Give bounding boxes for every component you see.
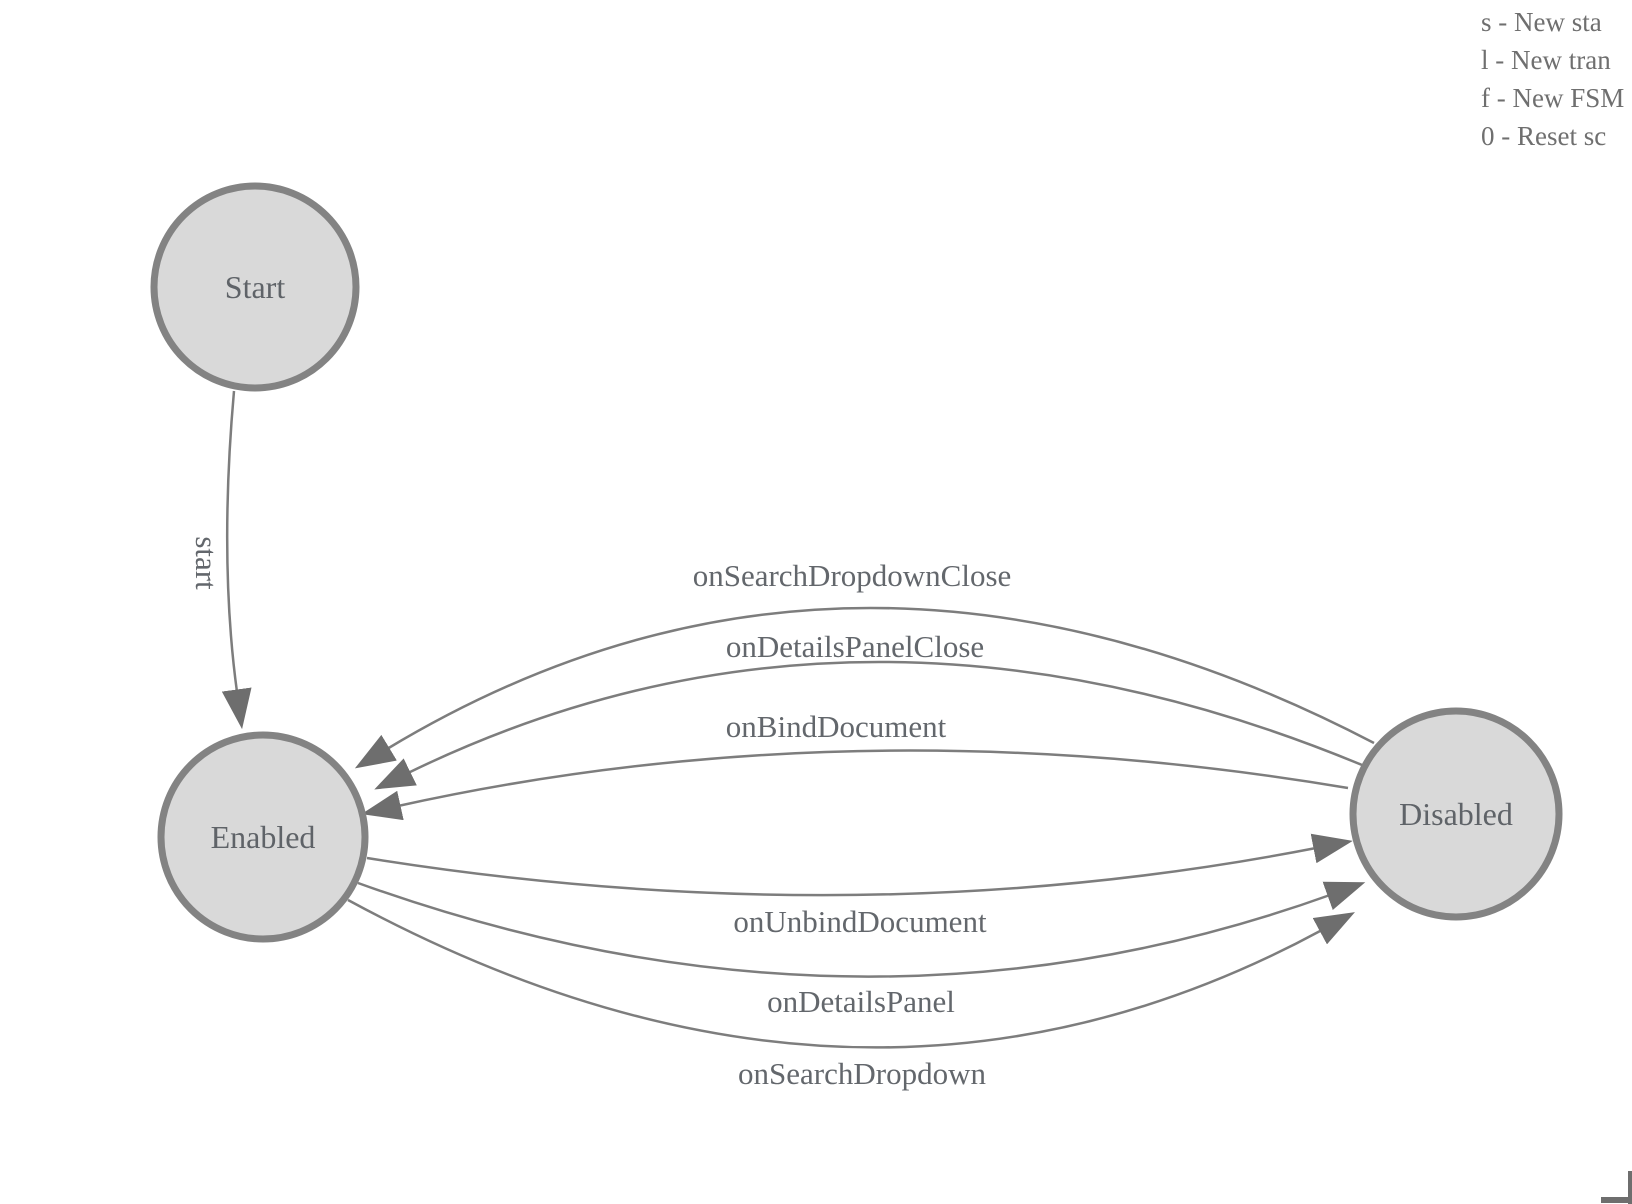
edge-label-onUnbindDocument[interactable]: onUnbindDocument: [733, 904, 987, 939]
state-node-disabled[interactable]: [1349, 707, 1563, 921]
state-label-disabled: Disabled: [1399, 796, 1513, 832]
canvas-corner-icon: [1601, 1197, 1632, 1203]
edge-onDetailsPanel[interactable]: [357, 881, 1366, 978]
shortcut-legend: s - New sta l - New tran f - New FSM 0 -…: [1481, 3, 1624, 155]
edge-onSearchDropdownClose[interactable]: [354, 606, 1375, 769]
edge-onUnbindDocument[interactable]: [366, 833, 1353, 897]
edge-onSearchDropdown[interactable]: [347, 898, 1355, 1049]
edge-label-start[interactable]: start: [189, 536, 224, 590]
edge-label-onSearchDropdown[interactable]: onSearchDropdown: [738, 1056, 986, 1091]
legend-line-new-state: s - New sta: [1481, 7, 1602, 37]
state-node-enabled[interactable]: [157, 731, 369, 943]
legend-line-reset: 0 - Reset sc: [1481, 121, 1607, 151]
edge-onDetailsPanelClose[interactable]: [374, 660, 1363, 790]
legend-line-new-fsm: f - New FSM: [1481, 83, 1625, 113]
edge-label-onBindDocument[interactable]: onBindDocument: [726, 709, 947, 744]
legend-line-new-transition: l - New tran: [1481, 45, 1611, 75]
edge-onBindDocument[interactable]: [361, 749, 1349, 821]
edge-label-onDetailsPanel[interactable]: onDetailsPanel: [767, 984, 955, 1019]
canvas-corner-icon: [1628, 1171, 1632, 1204]
state-node-start[interactable]: [150, 182, 360, 392]
state-label-enabled: Enabled: [211, 819, 316, 855]
state-label-start: Start: [225, 269, 286, 305]
edge-label-onSearchDropdownClose[interactable]: onSearchDropdownClose: [693, 558, 1012, 593]
edge-label-onDetailsPanelClose[interactable]: onDetailsPanelClose: [726, 629, 984, 664]
edge-start[interactable]: [221, 390, 252, 730]
